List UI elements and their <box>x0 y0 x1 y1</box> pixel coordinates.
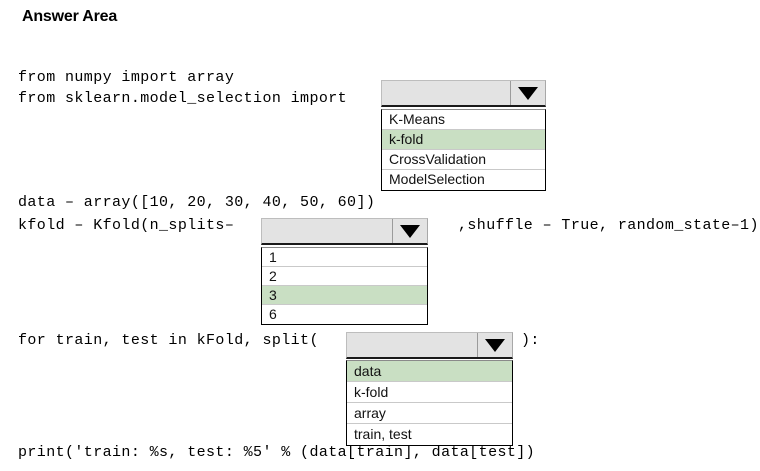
chevron-down-icon[interactable] <box>478 333 512 357</box>
dropdown-split-argument-value[interactable] <box>347 333 478 357</box>
list-item[interactable]: ModelSelection <box>382 170 545 190</box>
dropdown-split-argument-box[interactable] <box>346 332 513 359</box>
page-title: Answer Area <box>22 8 118 25</box>
list-item[interactable]: array <box>347 403 512 424</box>
code-line-import-numpy: from numpy import array <box>18 69 235 86</box>
code-line-data-array: data – array([10, 20, 30, 40, 50, 60]) <box>18 194 376 211</box>
list-item[interactable]: k-fold <box>347 382 512 403</box>
list-item[interactable]: data <box>347 361 512 382</box>
list-item[interactable]: 3 <box>262 286 427 305</box>
dropdown-n-splits-value-value[interactable] <box>262 219 393 243</box>
dropdown-import-name-list[interactable]: K-Means k-fold CrossValidation ModelSele… <box>381 109 546 191</box>
list-item[interactable]: CrossValidation <box>382 150 545 170</box>
list-item[interactable]: train, test <box>347 424 512 445</box>
dropdown-split-argument-list[interactable]: data k-fold array train, test <box>346 360 513 446</box>
code-line-print: print('train: %s, test: %5' % (data[trai… <box>18 444 536 461</box>
code-line-kfold-tail: ,shuffle – True, random_state–1) <box>458 217 759 234</box>
list-item[interactable]: K-Means <box>382 110 545 130</box>
list-item[interactable]: 6 <box>262 305 427 324</box>
list-item[interactable]: k-fold <box>382 130 545 150</box>
list-item[interactable]: 1 <box>262 248 427 267</box>
chevron-down-icon[interactable] <box>511 81 545 105</box>
code-line-for-head: for train, test in kFold, split( <box>18 332 319 349</box>
dropdown-import-name-value[interactable] <box>382 81 511 105</box>
dropdown-n-splits-value-list[interactable]: 1 2 3 6 <box>261 247 428 325</box>
dropdown-import-name-box[interactable] <box>381 80 546 107</box>
code-line-import-sklearn: from sklearn.model_selection import <box>18 90 348 107</box>
list-item[interactable]: 2 <box>262 267 427 286</box>
chevron-down-icon[interactable] <box>393 219 427 243</box>
code-line-for-tail: ): <box>521 332 540 349</box>
code-line-kfold-head: kfold – Kfold(n_splits– <box>18 217 235 234</box>
dropdown-n-splits-value-box[interactable] <box>261 218 428 245</box>
